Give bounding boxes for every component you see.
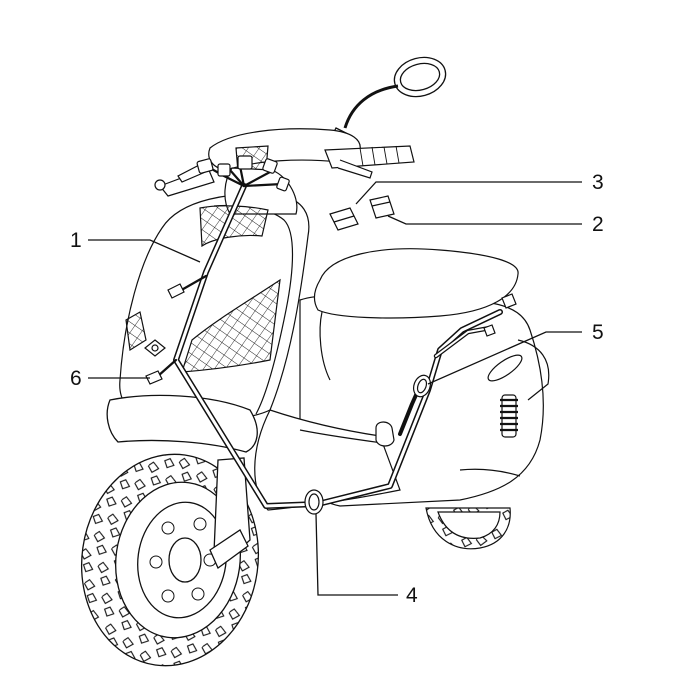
leader-line-4: [315, 513, 398, 596]
leader-line-1: [88, 239, 201, 263]
callout-5: 5: [592, 321, 604, 344]
relay-2: [369, 195, 395, 219]
rear-shock: [500, 394, 518, 438]
callout-6: 6: [70, 367, 82, 390]
rear-wheel: [425, 394, 518, 550]
front-wheel: [80, 394, 260, 667]
connectors: [145, 155, 517, 515]
mirror: [331, 56, 447, 143]
callout-1: 1: [70, 229, 82, 252]
leader-lines: [88, 181, 582, 596]
wiring-harness: [156, 164, 503, 509]
callout-2: 2: [592, 213, 604, 236]
leader-line-2: [387, 215, 582, 225]
leader-line-3: [355, 181, 582, 205]
callout-3: 3: [592, 171, 604, 194]
callout-4: 4: [406, 584, 418, 607]
leader-line-5: [427, 331, 582, 385]
